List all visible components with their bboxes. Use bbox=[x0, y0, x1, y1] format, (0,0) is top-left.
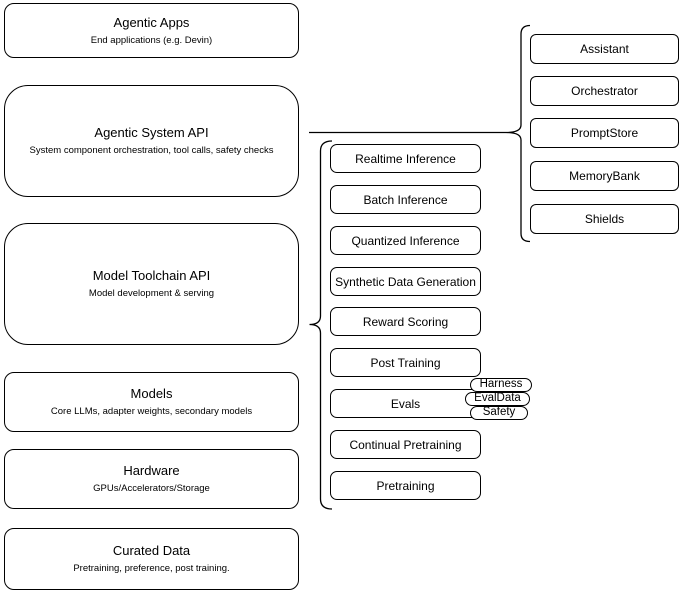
node-subtitle: Core LLMs, adapter weights, secondary mo… bbox=[50, 406, 253, 418]
component-assistant: Assistant bbox=[530, 34, 679, 64]
node-models: Models Core LLMs, adapter weights, secon… bbox=[4, 372, 299, 432]
service-continual-pretraining: Continual Pretraining bbox=[330, 430, 481, 459]
component-promptstore: PromptStore bbox=[530, 118, 679, 148]
node-title: Agentic System API bbox=[94, 125, 209, 141]
node-hardware: Hardware GPUs/Accelerators/Storage bbox=[4, 449, 299, 509]
service-evals: Evals bbox=[330, 389, 481, 418]
eval-tag-harness: Harness bbox=[470, 378, 532, 392]
node-subtitle: System component orchestration, tool cal… bbox=[29, 145, 274, 157]
node-title: Agentic Apps bbox=[113, 14, 190, 30]
service-reward-scoring: Reward Scoring bbox=[330, 307, 481, 336]
component-orchestrator: Orchestrator bbox=[530, 76, 679, 106]
components-brace bbox=[505, 24, 531, 243]
node-title: Models bbox=[130, 386, 173, 402]
node-title: Model Toolchain API bbox=[92, 268, 211, 284]
service-batch-inference: Batch Inference bbox=[330, 185, 481, 214]
node-curated-data: Curated Data Pretraining, preference, po… bbox=[4, 528, 299, 590]
node-subtitle: GPUs/Accelerators/Storage bbox=[93, 483, 210, 495]
node-agentic-apps: Agentic Apps End applications (e.g. Devi… bbox=[4, 3, 299, 58]
node-title: Curated Data bbox=[112, 543, 191, 559]
node-subtitle: End applications (e.g. Devin) bbox=[90, 34, 213, 46]
service-realtime-inference: Realtime Inference bbox=[330, 144, 481, 173]
service-quantized-inference: Quantized Inference bbox=[330, 226, 481, 255]
eval-tag-evaldata: EvalData bbox=[465, 392, 530, 406]
toolchain-brace bbox=[309, 140, 333, 510]
component-shields: Shields bbox=[530, 204, 679, 234]
eval-tag-safety: Safety bbox=[470, 406, 528, 420]
service-pretraining: Pretraining bbox=[330, 471, 481, 500]
node-agentic-system-api: Agentic System API System component orch… bbox=[4, 85, 299, 197]
service-post-training: Post Training bbox=[330, 348, 481, 377]
component-memorybank: MemoryBank bbox=[530, 161, 679, 191]
node-title: Hardware bbox=[123, 463, 180, 479]
node-subtitle: Model development & serving bbox=[88, 288, 215, 300]
node-subtitle: Pretraining, preference, post training. bbox=[73, 563, 230, 575]
service-synthetic-data-generation: Synthetic Data Generation bbox=[330, 267, 481, 296]
node-model-toolchain-api: Model Toolchain API Model development & … bbox=[4, 223, 299, 345]
